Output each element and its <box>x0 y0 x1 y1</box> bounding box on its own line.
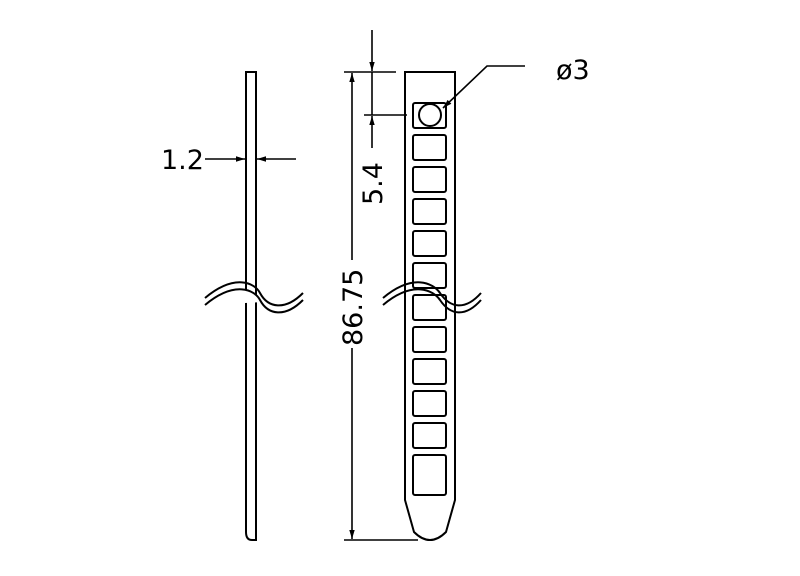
slot <box>412 230 447 257</box>
break-symbol-top <box>382 281 482 314</box>
slot <box>412 198 447 225</box>
slot <box>412 134 447 161</box>
top-view-strip <box>404 71 456 541</box>
offset-label: 5.4 <box>358 162 389 205</box>
length-label: 86.75 <box>338 269 369 346</box>
thickness-label: 1.2 <box>161 145 204 176</box>
side-view-strip <box>245 71 257 541</box>
hole-slot <box>412 102 447 129</box>
diameter-leader <box>442 65 525 109</box>
slot <box>412 166 447 193</box>
diameter-label: ø3 <box>556 55 590 86</box>
slot <box>412 454 447 496</box>
slot <box>412 326 447 353</box>
break-symbol-side <box>204 281 304 314</box>
slot <box>412 390 447 417</box>
slot <box>412 422 447 449</box>
slot <box>412 262 447 289</box>
hole-circle <box>418 103 442 127</box>
slot <box>412 358 447 385</box>
slot <box>412 294 447 321</box>
slot-group <box>412 102 447 496</box>
